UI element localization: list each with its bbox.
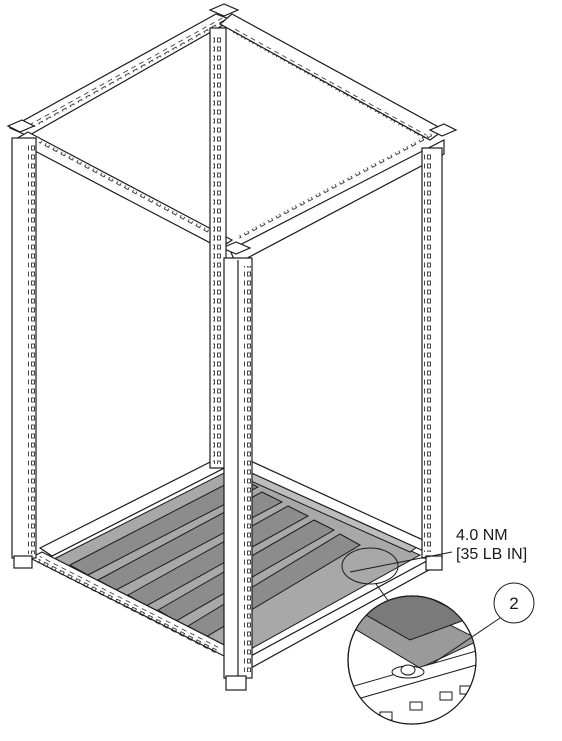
callout-number: 2 bbox=[509, 594, 518, 613]
vertical-posts bbox=[11, 27, 443, 691]
callout-2: 2 bbox=[431, 582, 535, 665]
torque-metric: 4.0 NM bbox=[456, 527, 508, 544]
bottom-frame bbox=[28, 451, 438, 675]
top-frame bbox=[6, 3, 458, 265]
torque-imperial: [35 LB IN] bbox=[456, 546, 528, 563]
torque-specification: 4.0 NM [35 LB IN] bbox=[456, 526, 527, 564]
magnified-detail bbox=[347, 595, 477, 725]
